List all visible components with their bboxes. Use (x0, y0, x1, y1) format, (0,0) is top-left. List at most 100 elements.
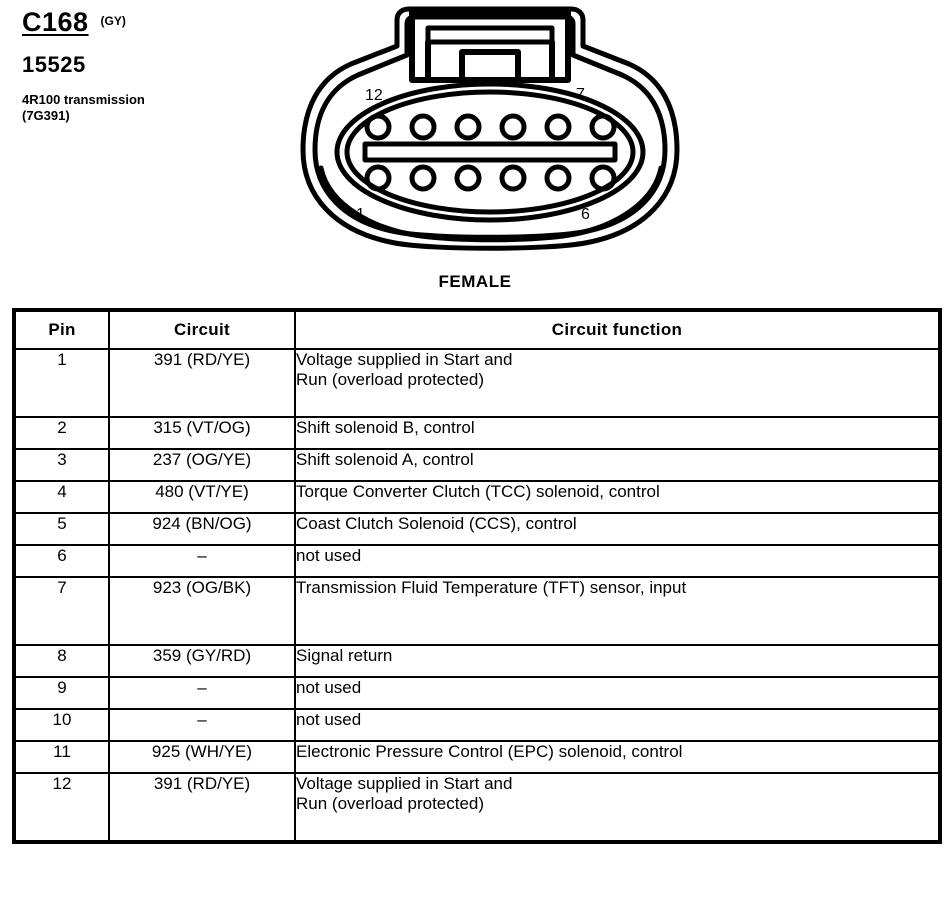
cell-circuit-function: Signal return (294, 644, 941, 678)
function-line-1: Voltage supplied in Start and (296, 774, 513, 793)
cell-circuit-code: 359 (GY/RD) (108, 644, 296, 678)
cell-pin-number: 3 (13, 448, 110, 482)
function-line-2: Run (overload protected) (296, 370, 485, 389)
cell-circuit-code: 391 (RD/YE) (108, 348, 296, 418)
corner-label-top-left: 12 (365, 87, 383, 104)
function-line-1: not used (296, 546, 362, 565)
connector-id: C168 (22, 7, 89, 37)
cell-pin-number: 1 (13, 348, 110, 418)
cell-circuit-function: not used (294, 544, 941, 578)
corner-label-top-right: 7 (576, 86, 585, 103)
function-line-1: Voltage supplied in Start and (296, 350, 513, 369)
connector-gender-label: FEMALE (438, 272, 512, 291)
function-line-1: Coast Clutch Solenoid (CCS), control (296, 514, 577, 533)
function-line-1: Torque Converter Clutch (TCC) solenoid, … (296, 482, 660, 501)
table-header-row: Pin Circuit Circuit function (13, 309, 941, 350)
cavity-divider-bar (362, 141, 618, 163)
cell-pin-number: 7 (13, 576, 110, 646)
corner-label-bottom-left: 1 (356, 206, 365, 223)
cell-circuit-code: – (108, 676, 296, 710)
cell-circuit-function: Coast Clutch Solenoid (CCS), control (294, 512, 941, 546)
cavity-pin-5 (544, 164, 572, 192)
function-line-1: Electronic Pressure Control (EPC) soleno… (296, 742, 683, 761)
cell-circuit-code: 391 (RD/YE) (108, 772, 296, 843)
cavity-pin-8 (544, 113, 572, 141)
cell-circuit-code: – (108, 708, 296, 742)
cell-circuit-function: Shift solenoid B, control (294, 416, 941, 450)
cavity-pin-6 (589, 164, 617, 192)
function-line-1: not used (296, 710, 362, 729)
cell-pin-number: 12 (13, 772, 110, 843)
cavity-pin-4 (499, 164, 527, 192)
cell-pin-number: 5 (13, 512, 110, 546)
cell-circuit-code: 480 (VT/YE) (108, 480, 296, 514)
latch-tab-outer (409, 9, 571, 83)
table-row: 6–not used (13, 544, 941, 578)
connector-color-code: (GY) (100, 14, 126, 28)
column-header-circuit: Circuit (108, 309, 296, 350)
cell-pin-number: 6 (13, 544, 110, 578)
cell-pin-number: 8 (13, 644, 110, 678)
column-header-pin: Pin (13, 309, 110, 350)
function-line-1: Signal return (296, 646, 393, 665)
cavity-seal-outer (334, 81, 646, 223)
cavity-pin-11 (409, 113, 437, 141)
column-header-function: Circuit function (294, 309, 941, 350)
cell-circuit-code: – (108, 544, 296, 578)
cavity-pin-9 (499, 113, 527, 141)
cell-pin-number: 4 (13, 480, 110, 514)
corner-label-bottom-right: 6 (581, 206, 590, 223)
function-line-1: Transmission Fluid Temperature (TFT) sen… (296, 578, 687, 597)
cell-circuit-code: 923 (OG/BK) (108, 576, 296, 646)
connector-description-line1: 4R100 transmission (22, 92, 145, 108)
cavity-pin-2 (409, 164, 437, 192)
cavity-pin-3 (454, 164, 482, 192)
function-line-2: Run (overload protected) (296, 794, 485, 813)
cell-circuit-function: Shift solenoid A, control (294, 448, 941, 482)
cavity-seal-inner (344, 89, 636, 215)
table-row: 9–not used (13, 676, 941, 710)
connector-header: C168 (GY) 15525 4R100 transmission (7G391… (22, 7, 282, 124)
cell-circuit-function: not used (294, 676, 941, 710)
cavity-pin-12 (364, 113, 392, 141)
cell-circuit-code: 924 (BN/OG) (108, 512, 296, 546)
cell-circuit-code: 315 (VT/OG) (108, 416, 296, 450)
function-line-1: Shift solenoid A, control (296, 450, 474, 469)
latch-tab-bar (425, 25, 555, 45)
function-line-1: Shift solenoid B, control (296, 418, 475, 437)
cell-circuit-code: 237 (OG/YE) (108, 448, 296, 482)
cell-circuit-function: Torque Converter Clutch (TCC) solenoid, … (294, 480, 941, 514)
cavity-pin-1 (364, 164, 392, 192)
connector-shell-bottom-sweep (318, 165, 664, 243)
cell-pin-number: 9 (13, 676, 110, 710)
cell-pin-number: 10 (13, 708, 110, 742)
function-line-1: not used (296, 678, 362, 697)
cell-circuit-function: not used (294, 708, 941, 742)
connector-diagram: 12 7 1 6 (285, 0, 695, 255)
cell-circuit-function: Transmission Fluid Temperature (TFT) sen… (294, 576, 941, 646)
table-row: 10–not used (13, 708, 941, 742)
cell-pin-number: 11 (13, 740, 110, 774)
cavity-pin-10 (454, 113, 482, 141)
cavity-row-bottom (364, 164, 617, 192)
cavity-row-top (364, 113, 617, 141)
part-number: 15525 (22, 52, 86, 78)
cell-circuit-function: Electronic Pressure Control (EPC) soleno… (294, 740, 941, 774)
connector-description-line2: (7G391) (22, 108, 70, 124)
cell-circuit-code: 925 (WH/YE) (108, 740, 296, 774)
connector-shell-outer (300, 6, 680, 251)
cavity-pin-7 (589, 113, 617, 141)
cell-pin-number: 2 (13, 416, 110, 450)
